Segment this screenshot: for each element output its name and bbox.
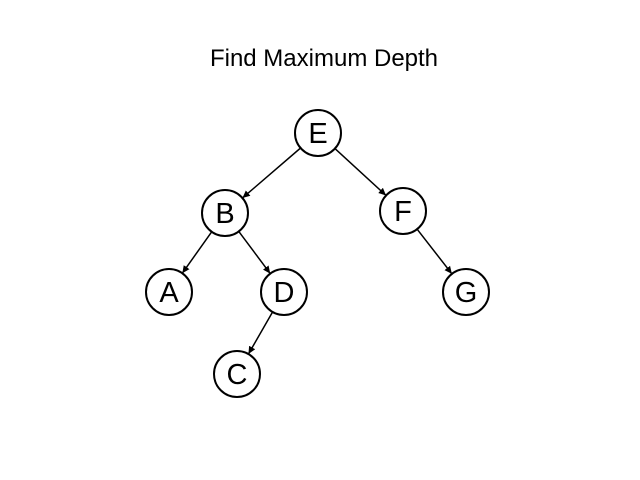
tree-node-d: D bbox=[260, 268, 308, 316]
node-label: A bbox=[159, 277, 179, 309]
node-circle bbox=[260, 268, 308, 316]
node-circle bbox=[442, 268, 490, 316]
node-circle bbox=[213, 350, 261, 398]
edge-e-f bbox=[334, 147, 387, 196]
tree-node-g: G bbox=[442, 268, 490, 316]
tree-node-a: A bbox=[145, 268, 193, 316]
node-label: G bbox=[455, 277, 478, 309]
tree-node-f: F bbox=[379, 187, 427, 235]
edge-e-b bbox=[242, 147, 302, 199]
tree-node-c: C bbox=[213, 350, 261, 398]
tree-node-b: B bbox=[201, 189, 249, 237]
node-circle bbox=[201, 189, 249, 237]
node-circle bbox=[294, 109, 342, 157]
node-circle bbox=[145, 268, 193, 316]
edge-b-a bbox=[181, 231, 213, 274]
edge-f-g bbox=[416, 228, 453, 274]
diagram-title: Find Maximum Depth bbox=[209, 45, 439, 72]
node-label: B bbox=[215, 198, 234, 230]
edges-layer bbox=[181, 147, 453, 355]
node-label: F bbox=[394, 196, 412, 228]
edge-b-d bbox=[238, 230, 271, 274]
node-label: E bbox=[308, 118, 327, 150]
nodes-layer: E B F A D G C bbox=[145, 109, 490, 398]
node-label: D bbox=[274, 277, 295, 309]
edge-d-c bbox=[248, 311, 274, 355]
node-label: C bbox=[227, 359, 248, 391]
node-circle bbox=[379, 187, 427, 235]
tree-node-e: E bbox=[294, 109, 342, 157]
